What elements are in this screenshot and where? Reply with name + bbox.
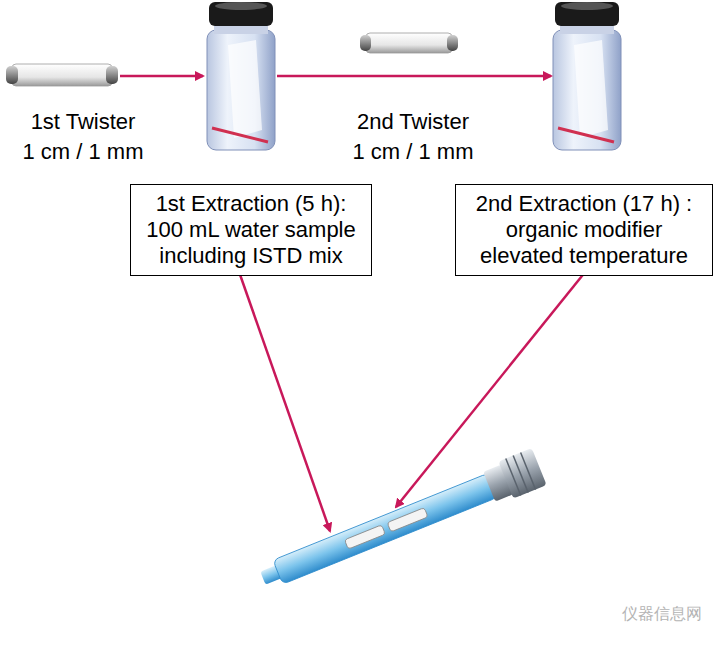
twister-label: 1 cm / 1 mm [352,139,473,165]
box-text: 1st Extraction (5 h): 100 mL water sampl… [139,191,363,269]
twister-label: 1st Twister [31,109,136,135]
flow-arrow [120,76,590,531]
twister-label: 1 cm / 1 mm [22,139,143,165]
text-box: 2nd Extraction (17 h) : organic modifier… [455,184,713,276]
twister-1 [6,64,118,86]
twister-label: 2nd Twister [357,109,469,135]
vial-2 [553,2,621,150]
box-text: 2nd Extraction (17 h) : organic modifier… [464,191,704,269]
desorption-tube [255,448,546,597]
text-box: 1st Extraction (5 h): 100 mL water sampl… [130,184,372,276]
watermark: 仪器信息网 [622,601,702,627]
twister-2 [360,33,458,53]
vial-1 [207,2,275,150]
